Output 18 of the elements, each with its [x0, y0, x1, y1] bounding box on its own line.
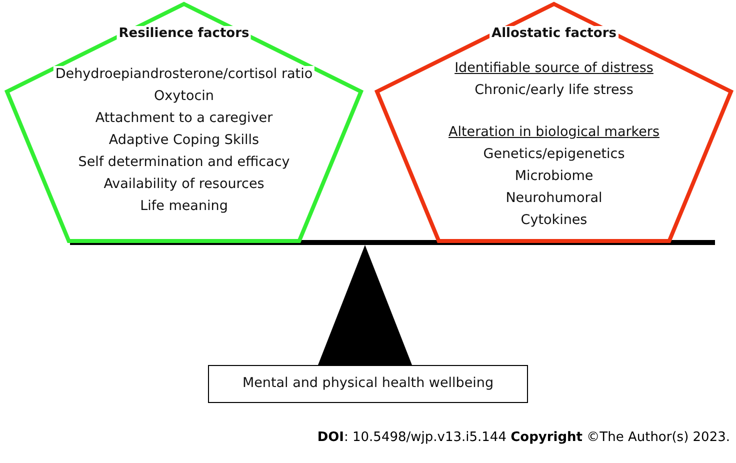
factor-item: Oxytocin [152, 88, 216, 104]
factor-item: Dehydroepiandrosterone/cortisol ratio [53, 66, 315, 82]
outcome-box [208, 365, 528, 403]
subheading: Identifiable source of distress [452, 60, 656, 76]
panel-heading: Allostatic factors [490, 26, 618, 41]
panel-heading: Resilience factors [116, 26, 252, 41]
factor-item: Availability of resources [102, 176, 266, 192]
factor-item: Attachment to a caregiver [93, 110, 275, 126]
factor-item: Adaptive Coping Skills [106, 132, 262, 148]
factor-item: Self determination and efficacy [76, 154, 292, 170]
pentagon-panel [4, 2, 364, 244]
pentagon-panel [374, 2, 734, 244]
factor-item: Cytokines [518, 212, 590, 228]
citation-note: DOI: 10.5498/wjp.v13.i5.144 Copyright ©The Author(s) 2023. [317, 430, 730, 445]
factor-item: Genetics/epigenetics [481, 146, 627, 162]
subheading: Alteration in biological markers [446, 124, 662, 140]
factor-item: Chronic/early life stress [472, 82, 636, 98]
factor-item: Life meaning [138, 198, 230, 214]
